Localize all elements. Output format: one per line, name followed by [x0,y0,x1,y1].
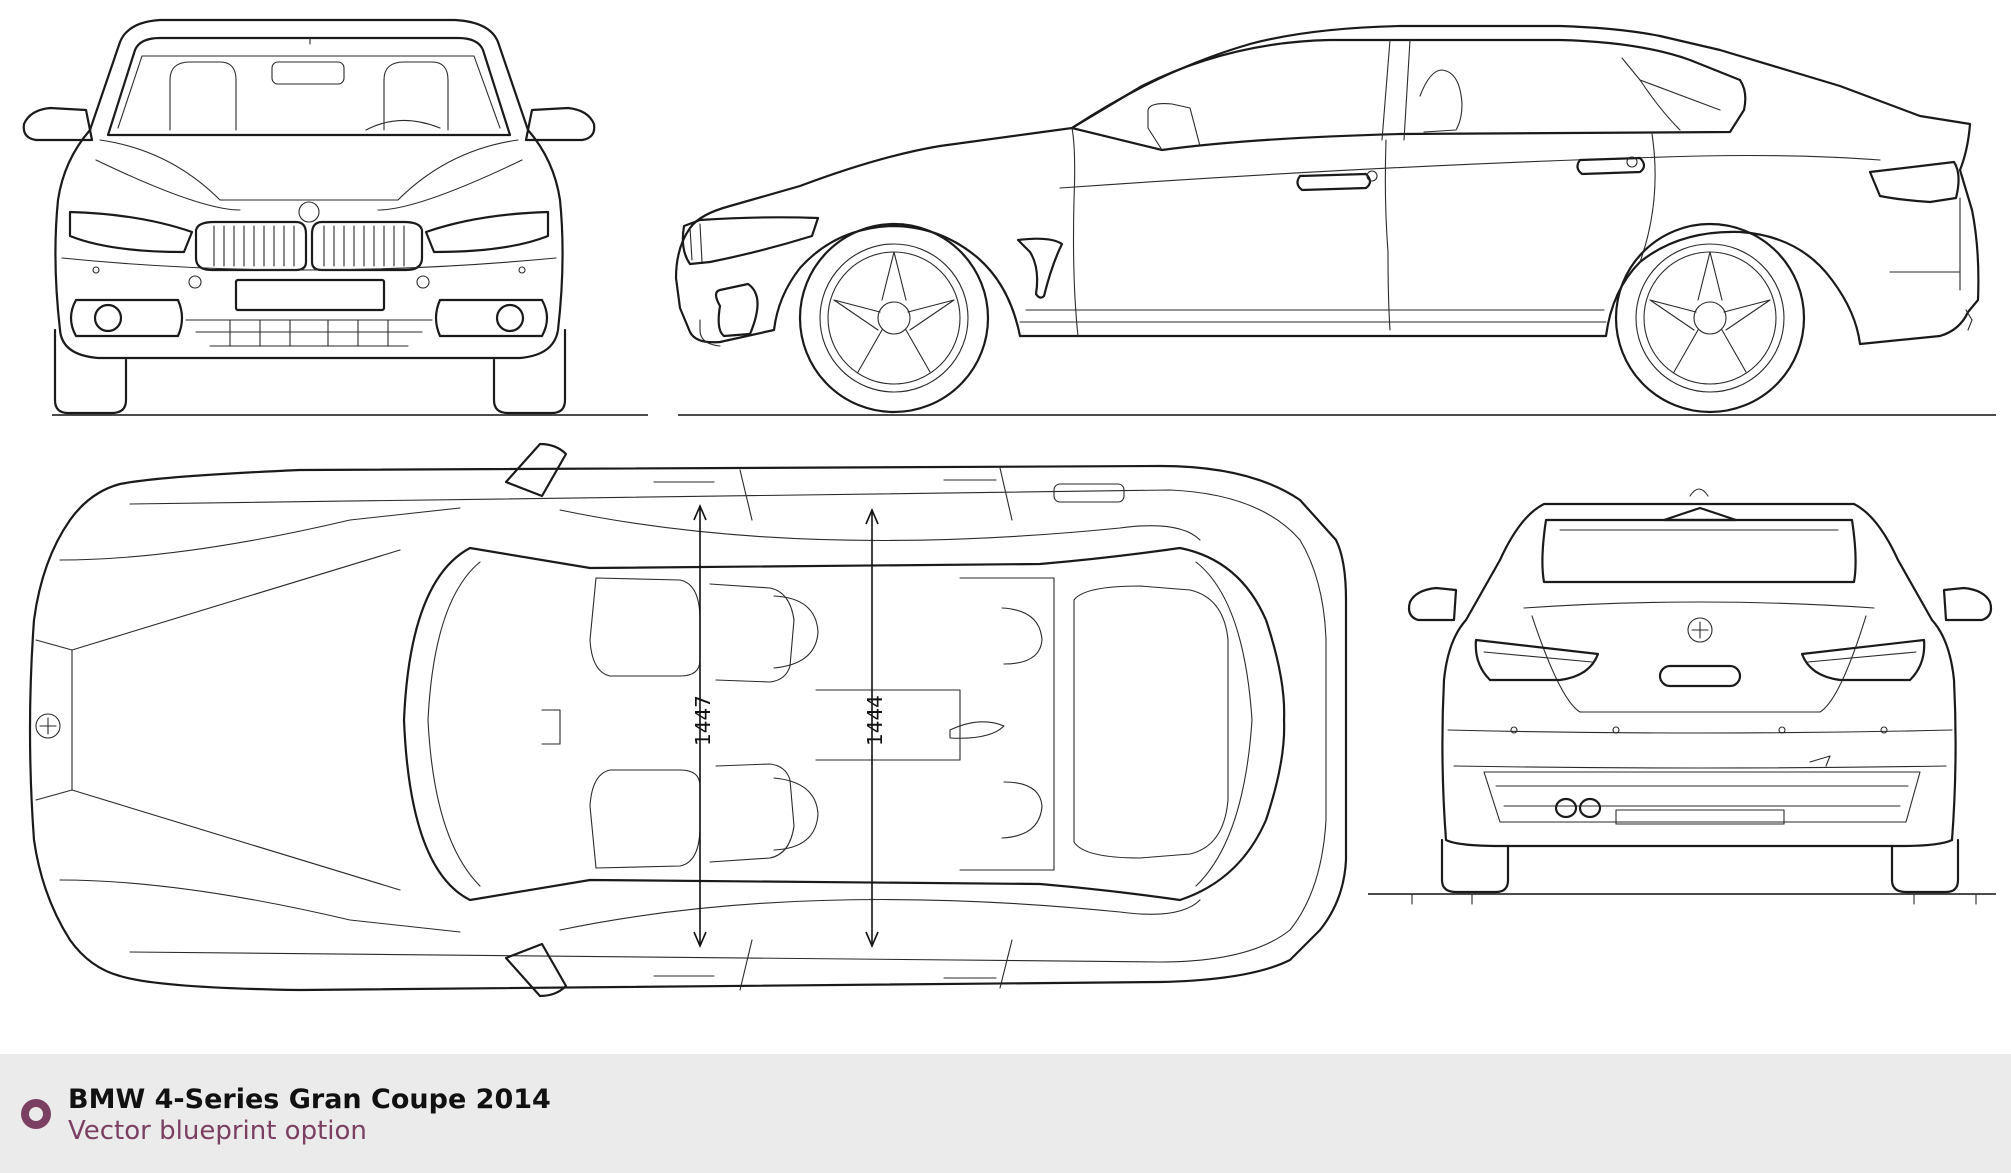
blueprint-title: BMW 4-Series Gran Coupe 2014 [68,1084,551,1115]
rear-view [1368,488,1996,905]
front-view [22,18,648,416]
dimension-label-1447: 1447 [691,695,715,746]
dimension-label-1444: 1444 [863,695,887,746]
footer-bar: BMW 4-Series Gran Coupe 2014 Vector blue… [0,1054,2011,1173]
side-view [674,24,1996,416]
blueprint-canvas: 1447 1444 [22,18,1996,998]
ring-bullet-icon [21,1099,51,1129]
top-view: 1447 1444 [28,442,1348,998]
blueprint-subtitle: Vector blueprint option [68,1116,367,1146]
